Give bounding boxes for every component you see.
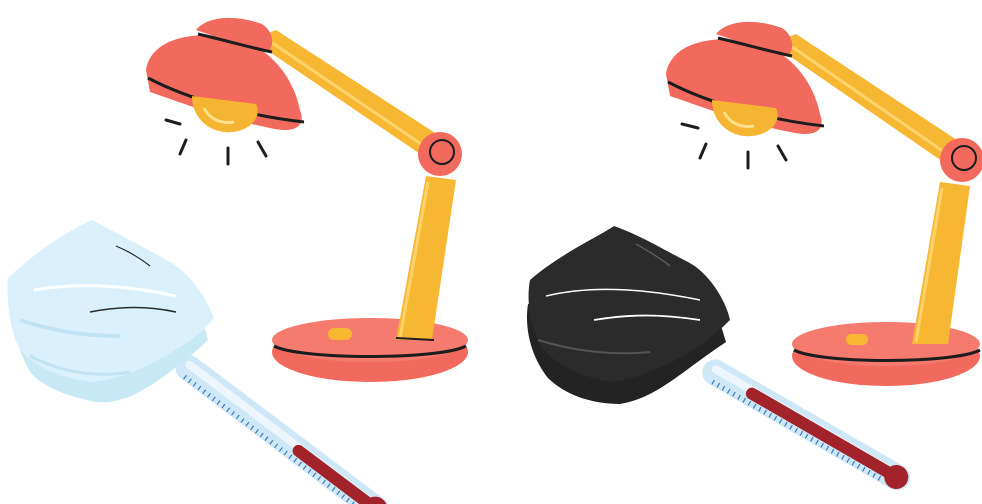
folded-cloth-dark-icon [527, 226, 730, 404]
panel-left [8, 18, 468, 504]
panel-right [527, 22, 982, 495]
thermometer-fluid-right [744, 385, 901, 483]
